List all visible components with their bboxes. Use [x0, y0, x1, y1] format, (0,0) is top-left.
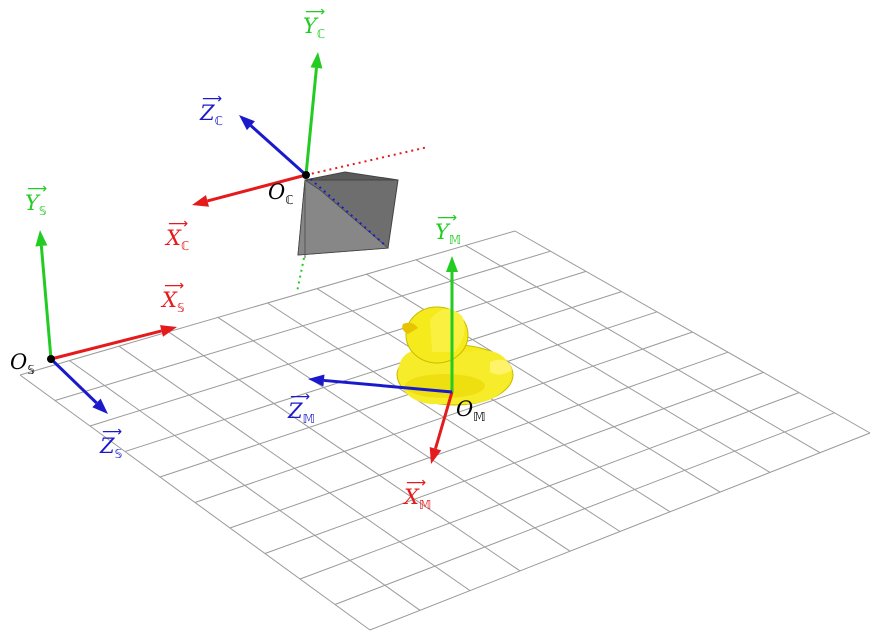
scene-x-label-vector-arrow: ⟶: [164, 278, 184, 294]
model-y-label: Y𝕄: [435, 220, 461, 247]
grid-line: [334, 412, 835, 605]
scene-origin-label: O𝕊: [10, 350, 35, 377]
scene-y-axis: [35, 230, 53, 360]
scene-x-axis: [50, 325, 177, 361]
model-z-axis-arrowhead: [308, 374, 325, 387]
camera-origin-dot: [302, 171, 310, 179]
camera-z-axis-arrowhead: [239, 115, 255, 131]
model-origin-label: O𝕄: [456, 397, 486, 424]
camera-y-axis-arrowhead: [310, 52, 323, 69]
camera-y-axis: [304, 52, 323, 176]
scene-z-axis: [49, 357, 108, 414]
grid-line: [299, 392, 800, 580]
grid-line: [264, 371, 764, 554]
scene-z-label: Z𝕊: [99, 434, 122, 461]
camera-y-label: Yℂ: [303, 14, 326, 41]
grid-line: [514, 230, 871, 434]
scene-z-label-vector-arrow: ⟶: [102, 424, 122, 440]
camera-y-label-vector-arrow: ⟶: [305, 4, 325, 20]
grid-line: [465, 244, 821, 454]
scene-y-axis-arrowhead: [35, 230, 48, 247]
camera-x-axis: [192, 173, 307, 207]
scene-y-label-vector-arrow: ⟶: [27, 181, 47, 197]
model-y-label-vector-arrow: ⟶: [437, 210, 457, 226]
ground-grid: [19, 230, 871, 631]
scene-y-label: Y𝕊: [25, 191, 47, 218]
model-z-label-vector-arrow: ⟶: [290, 389, 310, 405]
model-z-axis: [308, 374, 453, 394]
camera-x-axis-arrowhead: [192, 195, 210, 207]
grid-line: [316, 288, 671, 513]
scene-z-axis-arrowhead: [92, 398, 108, 414]
model-x-axis: [429, 391, 454, 464]
model-z-label: Z𝕄: [287, 399, 315, 426]
camera-x-label-vector-arrow: ⟶: [168, 216, 188, 232]
camera-x-label: Xℂ: [164, 226, 190, 253]
scene-x-axis-arrowhead: [160, 325, 177, 337]
camera-origin-label: Oℂ: [268, 180, 294, 207]
model-x-label-vector-arrow: ⟶: [406, 475, 426, 491]
scene-x-label: X𝕊: [160, 288, 185, 315]
model-y-axis-arrowhead: [446, 256, 458, 272]
camera-frustum-icon: [297, 171, 399, 258]
axes-layer: [35, 52, 458, 464]
rubber-duck-icon: [396, 306, 514, 406]
model-y-axis: [446, 256, 458, 392]
camera-y-extension-dotted: [296, 257, 305, 293]
grid-line: [229, 351, 729, 529]
camera-z-axis: [239, 115, 308, 177]
camera-z-label-vector-arrow: ⟶: [202, 91, 222, 107]
camera-z-label: Zℂ: [199, 101, 224, 128]
grid-line: [369, 432, 871, 631]
model-x-axis-arrowhead: [429, 446, 442, 464]
grid-line: [415, 259, 771, 473]
model-x-label: X𝕄: [402, 485, 431, 512]
camera-x-extension-dotted: [305, 146, 429, 176]
scene-origin-dot: [47, 355, 55, 363]
